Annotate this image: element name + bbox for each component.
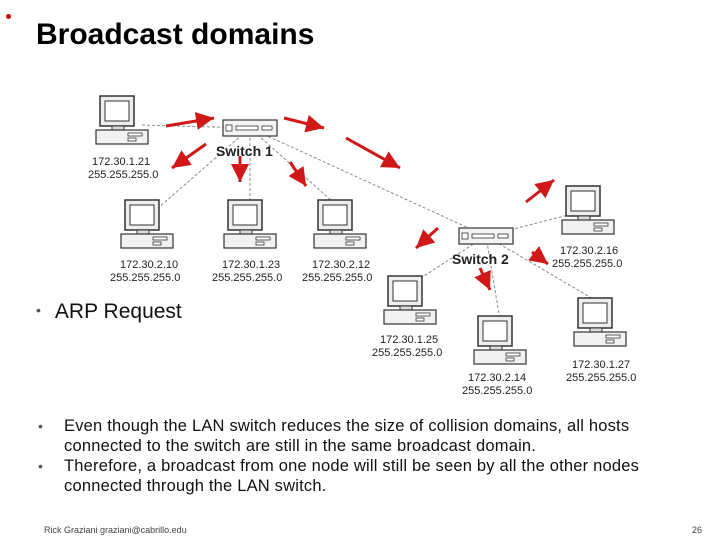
arrow-sw2-to-h8 — [528, 246, 549, 266]
link-sw1-h2 — [149, 127, 251, 216]
link-sw2-h7 — [485, 235, 501, 321]
host-5-mask: 255.255.255.0 — [552, 258, 622, 270]
link-sw2-h8 — [485, 235, 601, 304]
host-6-ip: 172.30.1.25 — [380, 334, 438, 346]
bullet-text-2: Therefore, a broadcast from one node wil… — [64, 457, 640, 495]
host-8 — [573, 297, 627, 347]
host-7 — [473, 315, 527, 365]
host-8-mask: 255.255.255.0 — [566, 372, 636, 384]
switch-2 — [458, 227, 514, 245]
corner-bullet — [6, 14, 11, 19]
switch-2-label: Switch 2 — [452, 251, 509, 267]
arp-request-bullet: • ARP Request — [36, 300, 182, 324]
arrow-sw2-left — [414, 226, 440, 250]
bullet-text-1: Even though the LAN switch reduces the s… — [64, 417, 630, 455]
host-8-ip: 172.30.1.27 — [572, 359, 630, 371]
host-3 — [223, 199, 277, 249]
arrow-sw2-to-h7 — [474, 267, 492, 291]
bullet-dot-icon: • — [38, 458, 44, 474]
host-1 — [95, 95, 149, 145]
arrow-sw2-to-h5 — [525, 178, 555, 204]
switch-1 — [222, 119, 278, 137]
footer-author: Rick Graziani graziani@cabrillo.edu — [44, 525, 187, 535]
host-5 — [561, 185, 615, 235]
host-6-mask: 255.255.255.0 — [372, 347, 442, 359]
bullet-list: • Even though the LAN switch reduces the … — [38, 416, 698, 496]
host-2-mask: 255.255.255.0 — [110, 272, 180, 284]
link-lines — [139, 124, 601, 321]
host-4-mask: 255.255.255.0 — [302, 272, 372, 284]
arrow-to-sw2 — [345, 136, 401, 170]
host-1-ip: 172.30.1.21 — [92, 156, 150, 168]
host-7-mask: 255.255.255.0 — [462, 385, 532, 397]
arrow-h1-to-sw1 — [165, 112, 215, 130]
host-2 — [120, 199, 174, 249]
arp-request-label: ARP Request — [54, 300, 182, 323]
broadcast-arrows — [165, 112, 555, 291]
host-4 — [313, 199, 367, 249]
slide-title: Broadcast domains — [36, 18, 315, 51]
host-6 — [383, 275, 437, 325]
arrow-sw1-to-h4 — [288, 161, 308, 187]
host-7-ip: 172.30.2.14 — [468, 372, 526, 384]
bullet-item-2: • Therefore, a broadcast from one node wi… — [38, 456, 698, 496]
switch-1-label: Switch 1 — [216, 143, 273, 159]
bullet-item-1: • Even though the LAN switch reduces the … — [38, 416, 698, 456]
link-sw1-sw2 — [249, 127, 487, 237]
bullet-dot-icon: • — [38, 418, 44, 434]
host-3-ip: 172.30.1.23 — [222, 259, 280, 271]
host-5-ip: 172.30.2.16 — [560, 245, 618, 257]
arrow-sw1-to-h2 — [171, 142, 207, 170]
arrow-sw1-right — [283, 114, 325, 133]
host-4-ip: 172.30.2.12 — [312, 259, 370, 271]
host-1-mask: 255.255.255.0 — [88, 169, 158, 181]
host-3-mask: 255.255.255.0 — [212, 272, 282, 284]
page-number: 26 — [691, 525, 702, 535]
host-2-ip: 172.30.2.10 — [120, 259, 178, 271]
bullet-dot-icon: • — [36, 302, 41, 318]
